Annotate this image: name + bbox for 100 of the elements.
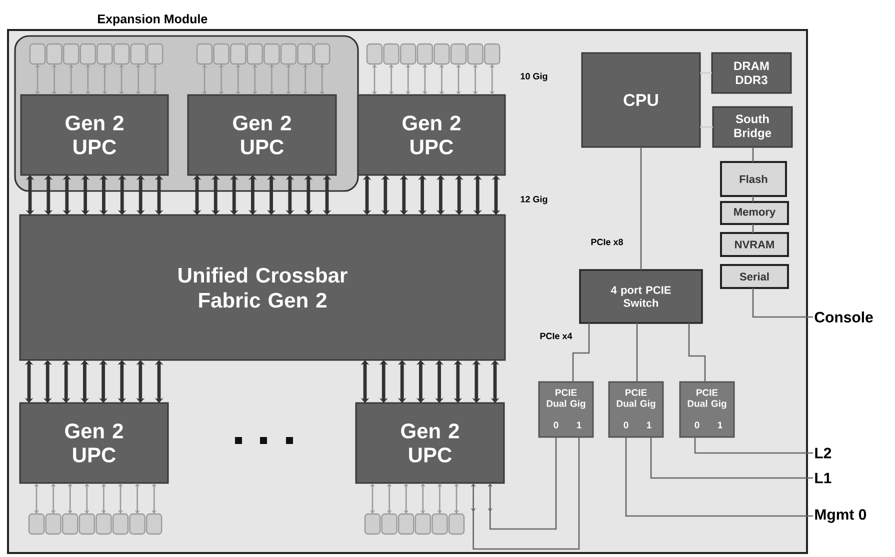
- thick-arrow: [80, 360, 90, 403]
- thick-arrow: [454, 360, 462, 403]
- thick-arrow: [418, 175, 427, 215]
- port-box: [432, 513, 448, 535]
- thick-arrow: [492, 175, 500, 215]
- thick-arrow: [286, 175, 294, 215]
- thick-arrow: [304, 175, 313, 215]
- arrow: [370, 483, 376, 514]
- port-box: [416, 43, 433, 65]
- arrow: [472, 64, 478, 95]
- arrow: [136, 64, 141, 95]
- chip-box: Gen 2 UPC: [187, 94, 337, 176]
- arrow: [404, 483, 409, 514]
- arrow: [437, 483, 442, 514]
- port-box: [80, 43, 96, 65]
- chip-box: Gen 2 UPC: [357, 94, 506, 176]
- port-box: [280, 43, 297, 65]
- arrow: [269, 64, 274, 95]
- connector-line: [640, 147, 642, 270]
- arrow: [302, 64, 308, 95]
- speed-label: 12 Gig: [520, 196, 548, 204]
- thick-arrow: [379, 360, 388, 403]
- port-box: [364, 513, 381, 535]
- port-box: [28, 513, 45, 535]
- thick-arrow: [62, 360, 70, 403]
- memory-box: NVRAM: [720, 232, 789, 257]
- chip-box: Gen 2 UPC: [355, 402, 505, 484]
- arrow: [85, 64, 90, 95]
- port-box: [45, 513, 62, 535]
- arrow: [152, 483, 157, 514]
- thick-arrow: [400, 175, 408, 215]
- thick-arrow: [81, 175, 90, 215]
- speed-label: 10 Gig: [520, 72, 548, 82]
- port-box: [62, 513, 78, 535]
- port-box: [383, 43, 400, 65]
- node-label: Expansion Module: [98, 14, 208, 26]
- thick-arrow: [398, 360, 406, 403]
- switch-box: 4 port PCIE Switch: [579, 269, 703, 324]
- connector-line: [688, 323, 706, 382]
- port-label: L2: [815, 448, 832, 458]
- thick-arrow: [43, 360, 52, 403]
- thick-arrow: [99, 360, 108, 403]
- port-box: [400, 43, 416, 65]
- port-box: [213, 43, 230, 65]
- network-chip: PCIE Dual Gig 0 1: [679, 381, 735, 438]
- crossbar-box: Unified Crossbar Fabric Gen 2: [19, 214, 506, 361]
- arrow: [118, 64, 124, 95]
- thick-arrow: [118, 175, 126, 215]
- thick-arrow: [99, 175, 108, 215]
- memory-box: Memory: [720, 201, 789, 225]
- thick-arrow: [472, 360, 481, 403]
- arrow: [84, 483, 90, 514]
- arrow: [320, 64, 325, 95]
- arrow: [68, 483, 73, 514]
- thick-arrow: [248, 175, 258, 215]
- port-box: [146, 513, 162, 535]
- thick-arrow: [62, 175, 72, 215]
- port-box: [434, 43, 450, 65]
- arrow: [218, 64, 224, 95]
- thick-arrow: [322, 175, 332, 215]
- port-box: [78, 513, 95, 535]
- arrow: [52, 64, 57, 95]
- arrow: [34, 64, 40, 95]
- memory-chip-box: South Bridge: [712, 106, 793, 148]
- chip-box: Gen 2 UPC: [19, 402, 169, 484]
- port-label: Console: [814, 312, 873, 322]
- connector-line: [752, 196, 754, 202]
- port-box: [467, 43, 484, 65]
- thick-arrow: [436, 175, 446, 215]
- port-box: [297, 43, 314, 65]
- memory-box: Flash: [720, 161, 787, 197]
- arrow: [470, 437, 580, 550]
- connector-line: [572, 323, 590, 382]
- arrow: [50, 483, 56, 514]
- memory-box: Serial: [720, 264, 789, 289]
- thick-arrow: [211, 175, 220, 215]
- network-chip: PCIE Dual Gig 0 1: [608, 381, 664, 438]
- port-box: [484, 43, 500, 65]
- port-box: [29, 43, 46, 65]
- chip-box: Gen 2 UPC: [20, 94, 169, 176]
- thick-arrow: [230, 175, 238, 215]
- arrow: [439, 64, 444, 95]
- thick-arrow: [136, 175, 145, 215]
- arrow: [152, 64, 158, 95]
- arrow: [202, 64, 208, 95]
- port-box: [230, 43, 246, 65]
- thick-arrow: [362, 175, 372, 215]
- network-chip: PCIE Dual Gig 0 1: [538, 381, 594, 438]
- memory-chip-box: DRAM DDR3: [711, 52, 792, 94]
- port-box: [113, 43, 130, 65]
- arrow: [386, 483, 392, 514]
- arrow: [406, 64, 411, 95]
- port-box: [130, 43, 146, 65]
- thick-arrow: [44, 175, 53, 215]
- thick-arrow: [192, 175, 202, 215]
- connector-line: [625, 437, 813, 517]
- connector-line: [752, 288, 813, 318]
- arrow: [252, 64, 258, 95]
- connector-line: [650, 437, 813, 479]
- port-box: [196, 43, 213, 65]
